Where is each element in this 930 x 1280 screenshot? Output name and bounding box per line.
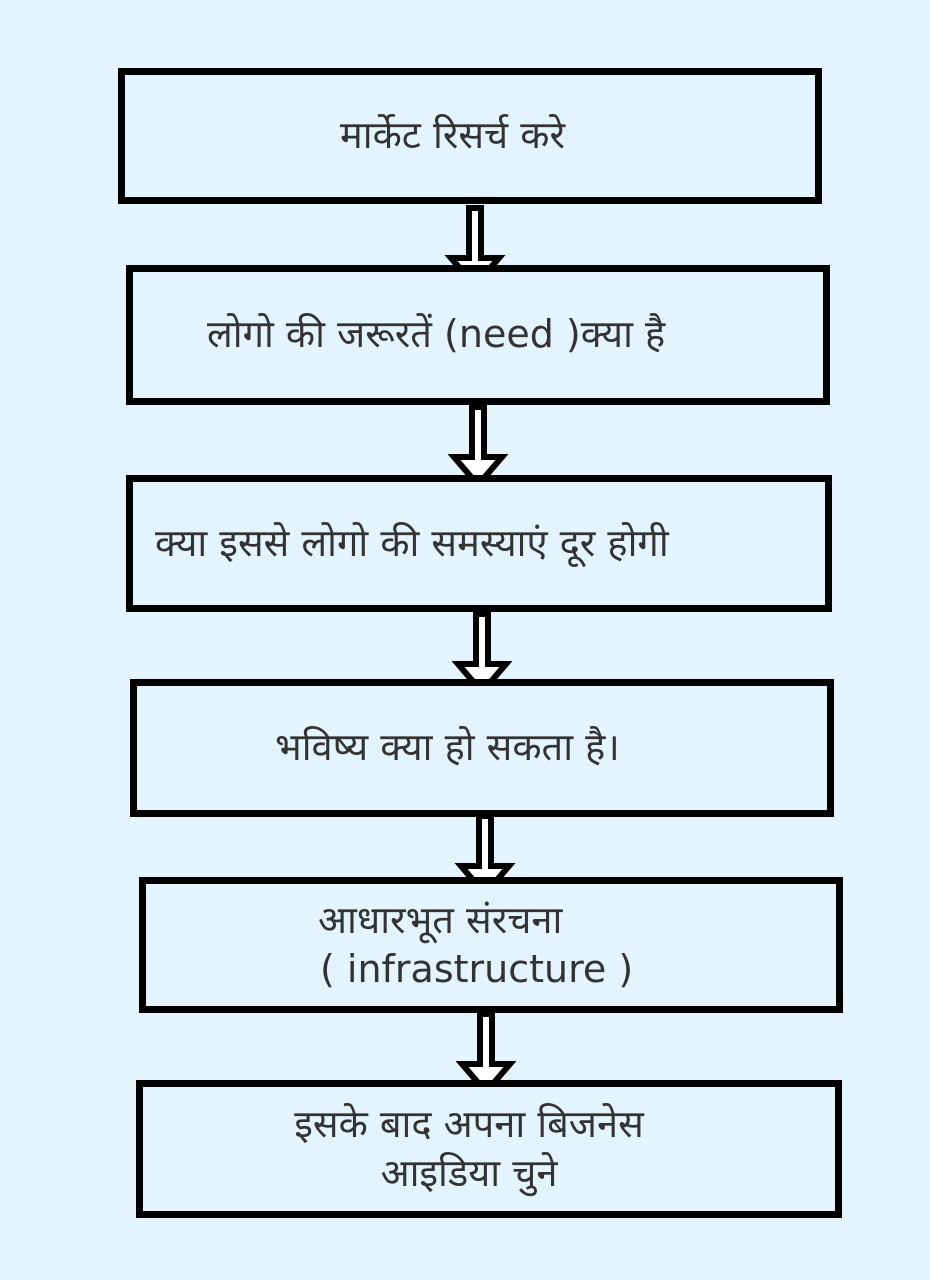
step-box-people-needs: लोगो की जरूरतें (need )क्या है [126,265,830,405]
step-text: भविष्य क्या हो सकता है। [275,725,620,770]
step-text-line-2: ( infrastructure ) [320,947,634,991]
down-arrow-icon [447,404,509,490]
step-box-future: भविष्य क्या हो सकता है। [130,679,834,817]
step-text-line-1: आधारभूत संरचना [318,897,563,942]
step-text-line-1: इसके बाद अपना बिजनेस [294,1101,644,1146]
step-box-problem-solving: क्या इससे लोगो की समस्याएं दूर होगी [126,475,832,612]
step-text: लोगो की जरूरतें (need )क्या है [207,312,666,357]
step-text-line-2: आइडिया चुने [380,1151,558,1195]
step-box-market-research: मार्केट रिसर्च करे [118,68,822,204]
step-box-infrastructure: आधारभूत संरचना ( infrastructure ) [139,877,843,1013]
step-text: क्या इससे लोगो की समस्याएं दूर होगी [155,520,669,565]
step-box-choose-idea: इसके बाद अपना बिजनेस आइडिया चुने [136,1080,842,1218]
down-arrow-icon [451,611,513,697]
step-text: मार्केट रिसर्च करे [340,113,565,158]
down-arrow-icon [455,1011,517,1097]
